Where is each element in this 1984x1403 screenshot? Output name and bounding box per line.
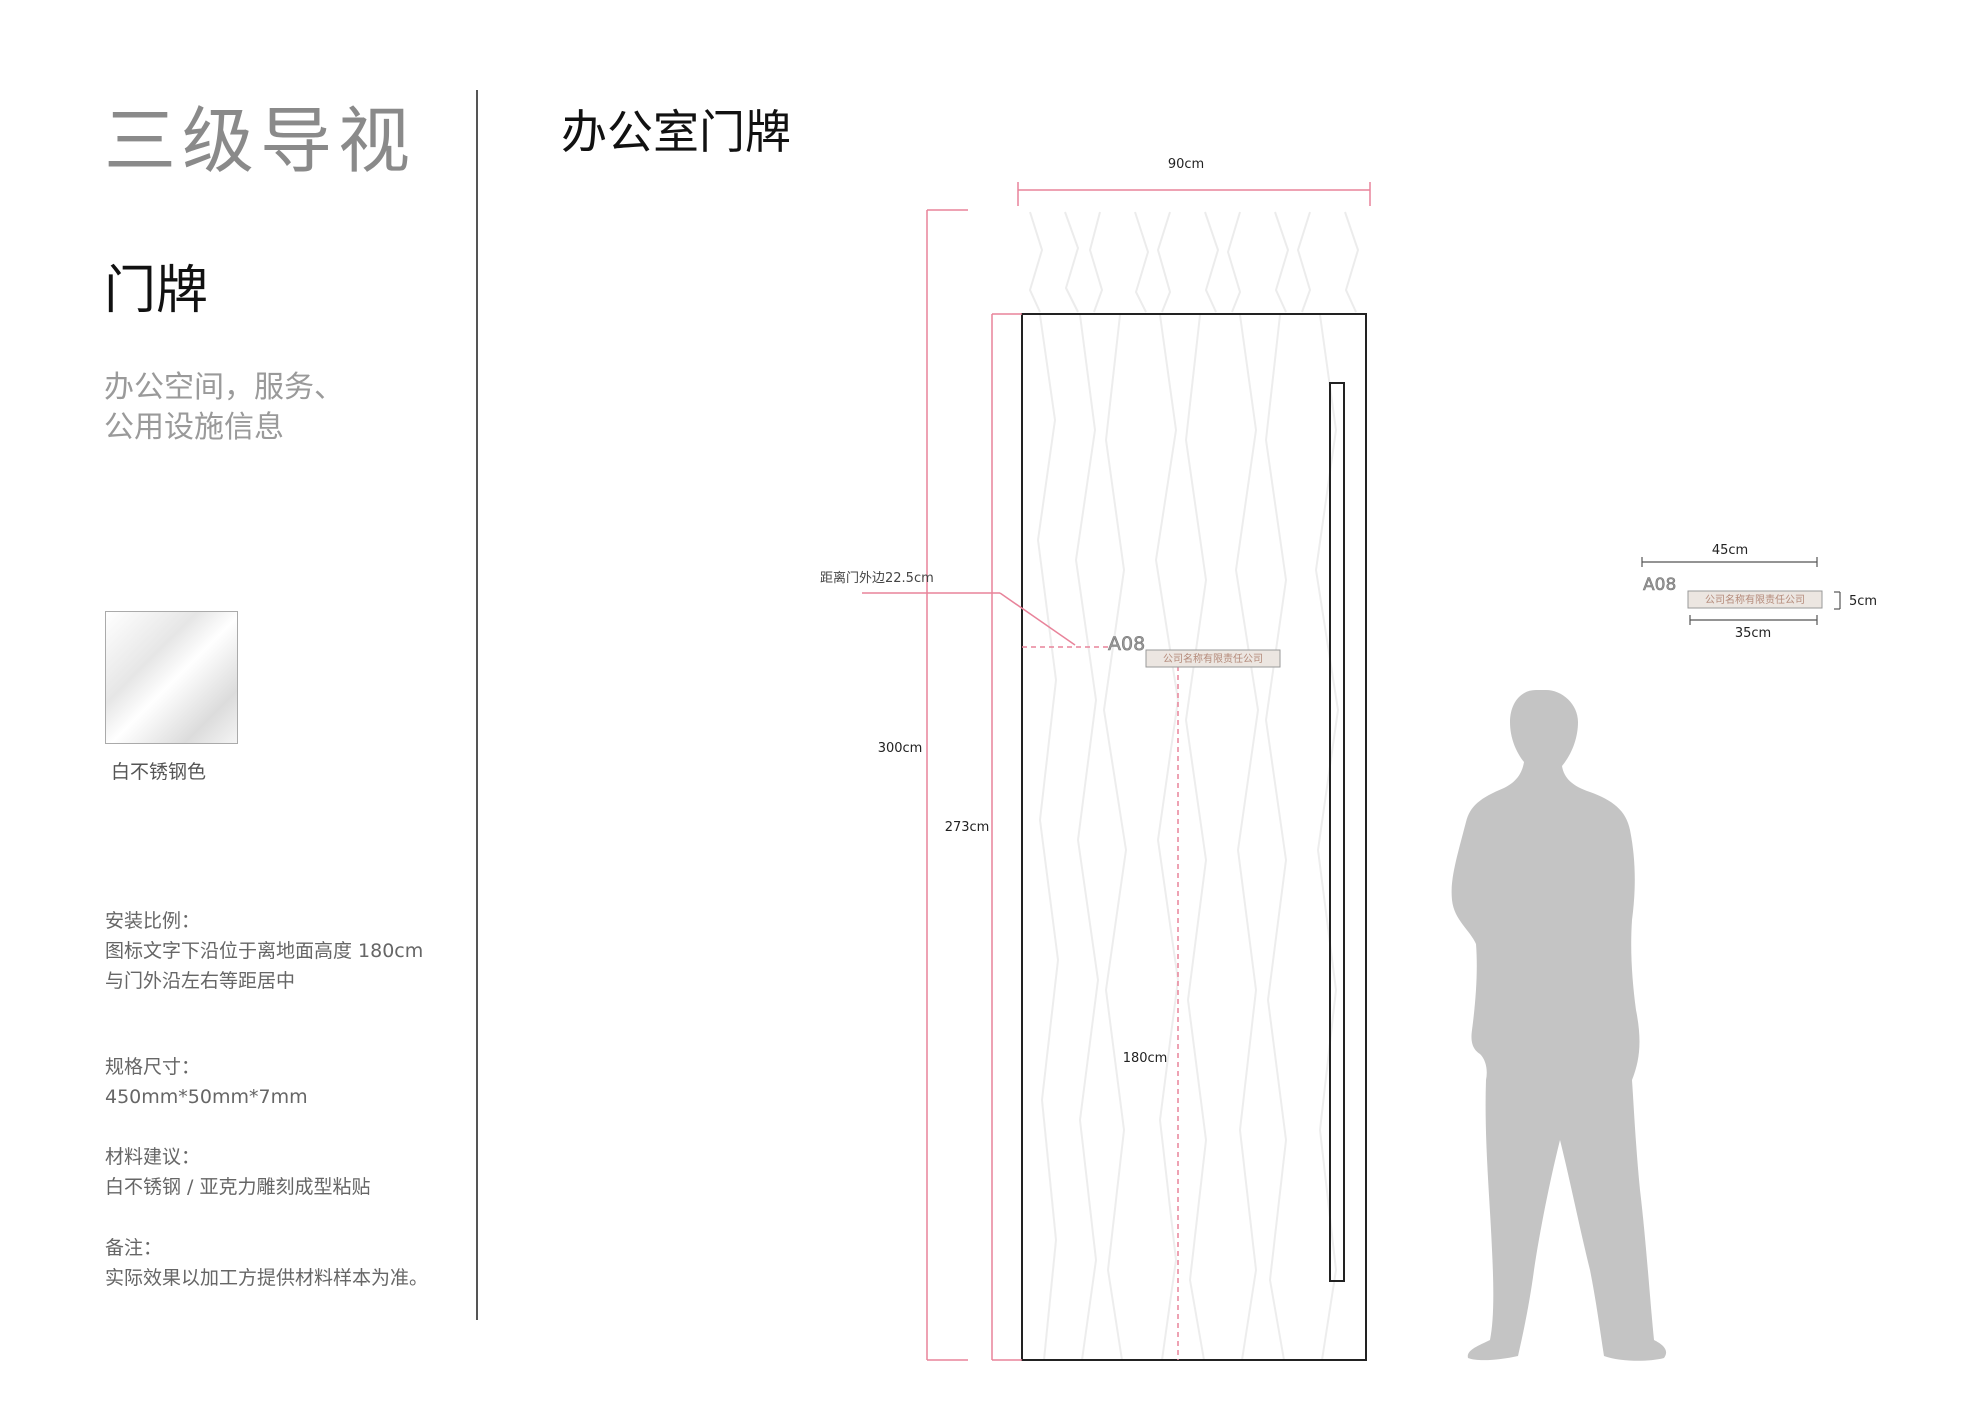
install-line-2: 与门外沿左右等距居中 <box>105 970 296 992</box>
material-info: 材料建议： 白不锈钢 / 亚克力雕刻成型粘贴 <box>105 1142 370 1202</box>
dimension-lines <box>862 182 1371 1361</box>
human-silhouette-icon <box>1451 690 1667 1361</box>
dim-width-label: 90cm <box>1168 157 1204 172</box>
dim-offset-label: 距离门外边22.5cm <box>820 570 934 586</box>
spec-info: 规格尺寸： 450mm*50mm*7mm <box>105 1052 308 1112</box>
detail-sign-plate <box>1687 590 1823 609</box>
sign-company-name: 公司名称有限责任公司 <box>1163 652 1263 665</box>
panel-divider <box>476 90 478 1320</box>
note-value: 实际效果以加工方提供材料样本为准。 <box>105 1267 429 1289</box>
install-heading: 安装比例： <box>105 910 201 932</box>
detail-plate-height-label: 5cm <box>1849 594 1877 609</box>
description-line-2: 公用设施信息 <box>104 410 284 445</box>
material-value: 白不锈钢 / 亚克力雕刻成型粘贴 <box>105 1176 371 1198</box>
spec-heading: 规格尺寸： <box>105 1056 201 1078</box>
detail-sign-number: A08 <box>1643 575 1676 595</box>
door-sign: A08 公司名称有限责任公司 <box>1108 633 1281 668</box>
detail-total-width-label: 45cm <box>1712 543 1748 558</box>
section-title: 门牌 <box>104 261 209 321</box>
door-grain <box>1036 314 1340 1361</box>
dim-sign-height-label: 180cm <box>1123 1051 1168 1066</box>
sign-number: A08 <box>1108 633 1145 655</box>
sign-plate <box>1145 649 1281 668</box>
section-description: 办公空间，服务、 公用设施信息 <box>104 368 344 448</box>
spec-value: 450mm*50mm*7mm <box>105 1086 308 1108</box>
material-heading: 材料建议： <box>105 1146 201 1168</box>
material-swatch-label: 白不锈钢色 <box>111 761 207 783</box>
note-info: 备注： 实际效果以加工方提供材料样本为准。 <box>105 1233 428 1293</box>
description-line-1: 办公空间，服务、 <box>104 370 344 405</box>
door-handle <box>1329 382 1345 1282</box>
dim-total-height-label: 300cm <box>878 741 923 756</box>
note-heading: 备注： <box>105 1237 163 1259</box>
install-line-1: 图标文字下沿位于离地面高度 180cm <box>105 940 424 962</box>
dim-door-height-label: 273cm <box>945 820 990 835</box>
detail-sign-company-name: 公司名称有限责任公司 <box>1705 593 1805 606</box>
door-outline <box>1021 313 1367 1361</box>
wall-texture <box>1028 211 1360 313</box>
drawing-heading: 办公室门牌 <box>561 105 791 159</box>
install-info: 安装比例： 图标文字下沿位于离地面高度 180cm 与门外沿左右等距居中 <box>105 906 423 996</box>
detail-plate-width-label: 35cm <box>1735 626 1771 641</box>
material-swatch-icon <box>105 611 238 744</box>
sign-detail: 45cm 35cm 5cm A08 公司名称有限责任公司 <box>1641 543 1877 641</box>
page-title: 三级导视 <box>104 99 417 183</box>
